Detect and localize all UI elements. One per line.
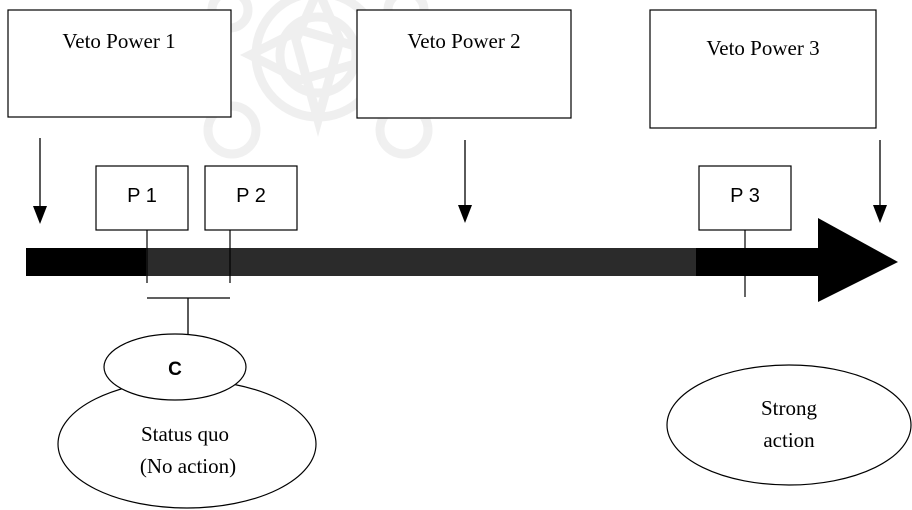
veto-arrow-3 (873, 140, 887, 223)
veto-power-2-label: Veto Power 2 (407, 29, 520, 53)
player-2-box: P 2 (204, 165, 298, 231)
veto-power-2-box: Veto Power 2 (356, 9, 572, 119)
coalition-ellipse: C (103, 333, 247, 401)
player-2-label: P 2 (236, 185, 266, 207)
strong-action-line1: Strong (761, 396, 818, 420)
watermark-emblem (203, 0, 433, 159)
coalition-label: C (168, 359, 182, 380)
veto-arrow-2 (458, 140, 472, 223)
player-3-label: P 3 (730, 185, 760, 207)
veto-power-3-box: Veto Power 3 (649, 9, 877, 129)
veto-power-1-box: Veto Power 1 (7, 9, 232, 118)
spectrum-arrow (26, 218, 898, 302)
veto-power-3-label: Veto Power 3 (706, 36, 819, 60)
coalition-bracket (147, 297, 230, 335)
player-3-box: P 3 (698, 165, 792, 231)
status-quo-line2: (No action) (140, 454, 236, 478)
strong-action-ellipse: Strong action (666, 364, 912, 486)
player-1-label: P 1 (127, 185, 157, 207)
veto-arrow-1 (33, 138, 47, 224)
player-1-box: P 1 (95, 165, 189, 231)
strong-action-line2: action (763, 428, 815, 452)
status-quo-line1: Status quo (141, 422, 229, 446)
veto-power-1-label: Veto Power 1 (62, 29, 175, 53)
status-quo-ellipse: Status quo (No action) (57, 379, 317, 509)
